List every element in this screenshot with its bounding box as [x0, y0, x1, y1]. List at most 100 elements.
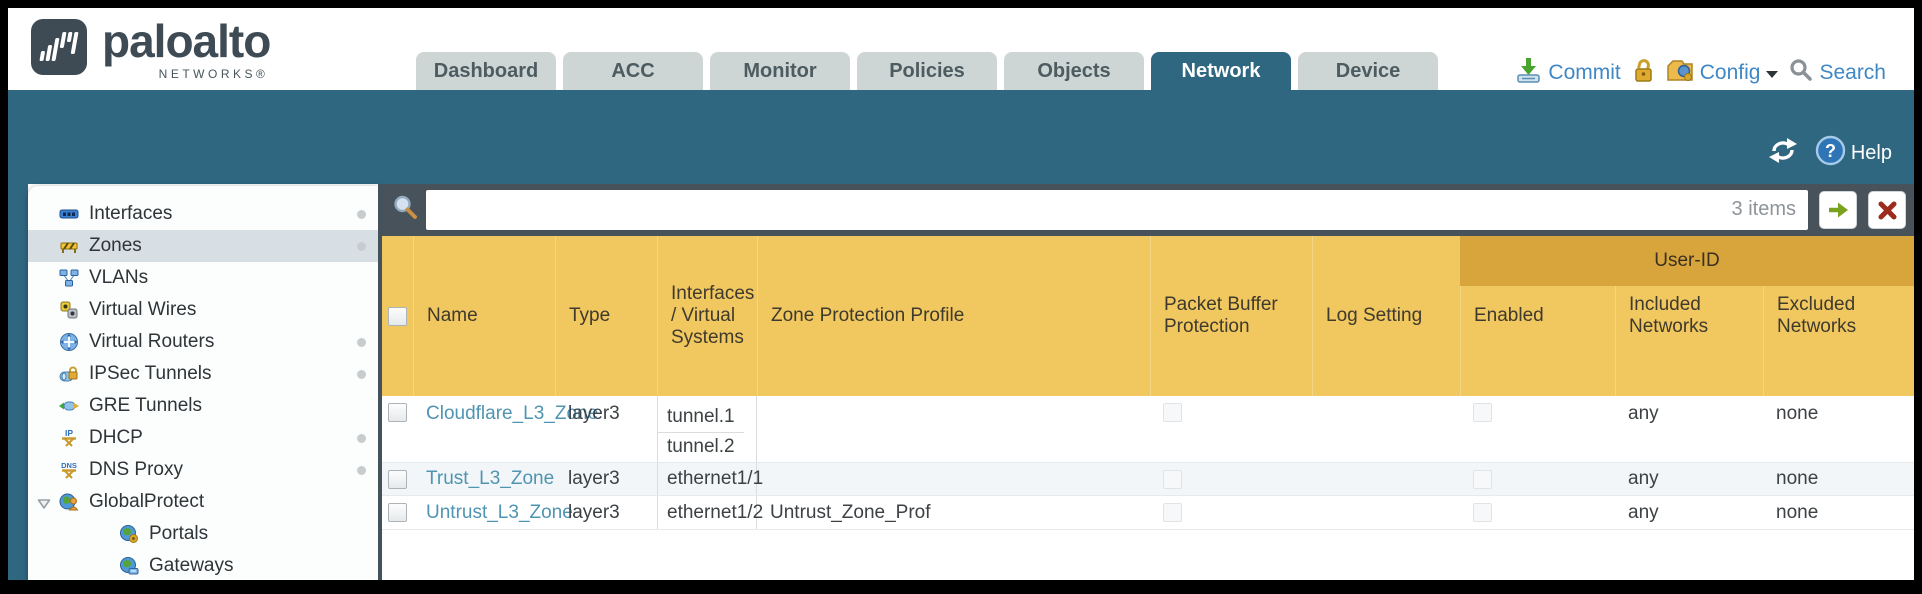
packet-buffer-checkbox[interactable] [1163, 469, 1182, 489]
sidebar-item-gre-tunnels[interactable]: GRE Tunnels [28, 390, 378, 422]
sidebar-item-dhcp[interactable]: IP DHCP [28, 422, 378, 454]
filter-input[interactable] [426, 190, 1808, 230]
status-dot [357, 434, 366, 443]
zone-name-link[interactable]: Cloudflare_L3_Zone [426, 403, 599, 424]
user-id-enabled-cell [1460, 396, 1615, 462]
tab-acc[interactable]: ACC [563, 52, 703, 90]
row-select-cell [382, 463, 413, 495]
status-dot [357, 338, 366, 347]
row-select-checkbox[interactable] [388, 403, 407, 422]
config-dropdown[interactable]: Config [1666, 57, 1779, 89]
page-header-band: ? Help [8, 90, 1914, 184]
tab-dashboard[interactable]: Dashboard [416, 52, 556, 90]
tab-objects[interactable]: Objects [1004, 52, 1144, 90]
column-header-type[interactable]: Type [555, 236, 657, 396]
tab-monitor[interactable]: Monitor [710, 52, 850, 90]
apply-filter-button[interactable] [1819, 191, 1857, 229]
sidebar-item-label: Virtual Wires [89, 299, 197, 320]
sidebar-item-dns-proxy[interactable]: DNS DNS Proxy [28, 454, 378, 486]
sidebar-item-vlans[interactable]: VLANs [28, 262, 378, 294]
sidebar-item-globalprotect[interactable]: GlobalProtect [28, 486, 378, 518]
table-row[interactable]: Cloudflare_L3_Zone layer3 tunnel.1 tunne… [382, 396, 1914, 463]
sidebar-item-label: Virtual Routers [89, 331, 215, 352]
sidebar-item-virtual-wires[interactable]: Virtual Wires [28, 294, 378, 326]
user-id-enabled-checkbox[interactable] [1473, 469, 1492, 489]
refresh-icon[interactable] [1767, 137, 1799, 170]
tab-network[interactable]: Network [1151, 52, 1291, 90]
sidebar-item-interfaces[interactable]: Interfaces [28, 198, 378, 230]
virtual-wires-icon [58, 300, 80, 320]
clear-filter-button[interactable] [1868, 191, 1906, 229]
sidebar-item-gateways[interactable]: Gateways [28, 550, 378, 580]
lock-icon[interactable] [1632, 57, 1655, 90]
interfaces-cell: ethernet1/2 [657, 496, 764, 529]
dns-proxy-icon: DNS [58, 460, 80, 480]
sidebar-item-virtual-routers[interactable]: Virtual Routers [28, 326, 378, 358]
search-button[interactable]: Search [1789, 58, 1886, 88]
column-header-name[interactable]: Name [413, 236, 555, 396]
column-header-log-setting[interactable]: Log Setting [1312, 236, 1460, 396]
sidebar-item-portals[interactable]: Portals [28, 518, 378, 550]
interface-item[interactable]: tunnel.2 [658, 432, 744, 462]
row-select-checkbox[interactable] [388, 503, 407, 522]
name-cell: Trust_L3_Zone [413, 463, 555, 495]
row-select-cell [382, 496, 413, 529]
interfaces-cell: tunnel.1 tunnel.2 [657, 396, 757, 462]
globalprotect-icon [58, 492, 80, 512]
column-header-enabled[interactable]: Enabled [1460, 236, 1615, 396]
table-row[interactable]: Untrust_L3_Zone layer3 ethernet1/2 Untru… [382, 496, 1914, 530]
brand-subtitle: NETWORKS® [158, 67, 269, 81]
sidebar-item-label: Portals [149, 523, 209, 544]
help-label: Help [1850, 142, 1892, 164]
user-id-enabled-cell [1460, 463, 1615, 495]
packet-buffer-checkbox[interactable] [1163, 503, 1182, 522]
packet-buffer-protection-cell [1150, 396, 1312, 462]
sidebar-item-label: Interfaces [89, 203, 173, 224]
help-button[interactable]: ? Help [1815, 135, 1892, 172]
user-id-group-header: User-ID [1460, 236, 1914, 286]
select-all-checkbox[interactable] [388, 306, 407, 326]
table-row[interactable]: Trust_L3_Zone layer3 ethernet1/1 any non… [382, 463, 1914, 496]
zones-icon [58, 236, 80, 256]
column-header-zone-protection-profile[interactable]: Zone Protection Profile [757, 236, 1150, 396]
sidebar-item-label: GlobalProtect [89, 491, 205, 512]
commit-button[interactable]: Commit [1515, 56, 1621, 90]
ipsec-tunnels-icon [58, 364, 80, 384]
tab-device[interactable]: Device [1298, 52, 1438, 90]
zone-name-link[interactable]: Trust_L3_Zone [426, 468, 555, 489]
commit-icon [1515, 56, 1542, 90]
interface-item[interactable]: ethernet1/2 [667, 501, 764, 523]
sidebar-item-ipsec-tunnels[interactable]: IPSec Tunnels [28, 358, 378, 390]
red-x-icon [1878, 201, 1896, 219]
column-header-packet-buffer-protection[interactable]: Packet Buffer Protection [1150, 236, 1312, 396]
zone-protection-profile-cell: Untrust_Zone_Prof [770, 501, 931, 523]
row-select-checkbox[interactable] [388, 469, 407, 489]
zones-table-header: Name Type Interfaces / Virtual Systems Z… [382, 236, 1914, 396]
user-id-enabled-checkbox[interactable] [1473, 403, 1492, 422]
tab-policies[interactable]: Policies [857, 52, 997, 90]
column-header-interfaces[interactable]: Interfaces / Virtual Systems [657, 236, 757, 396]
collapse-triangle-icon[interactable] [36, 495, 52, 517]
interface-item[interactable]: ethernet1/1 [667, 468, 764, 489]
zone-protection-profile-cell [757, 463, 1150, 495]
excluded-networks-cell: none [1776, 501, 1819, 523]
virtual-routers-icon [58, 332, 80, 352]
search-label: Search [1819, 61, 1886, 84]
column-header-included-networks[interactable]: Included Networks [1615, 236, 1763, 396]
zone-name-link[interactable]: Untrust_L3_Zone [426, 501, 573, 523]
main-region: Interfaces Zones VLANs Vir [8, 184, 1914, 580]
sidebar-item-zones[interactable]: Zones [28, 230, 378, 262]
column-header-excluded-networks[interactable]: Excluded Networks [1763, 236, 1914, 396]
config-label: Config [1699, 61, 1761, 84]
packet-buffer-checkbox[interactable] [1163, 403, 1182, 422]
svg-text:?: ? [1825, 141, 1836, 161]
select-all-header-cell [382, 236, 413, 396]
user-id-enabled-cell [1460, 496, 1615, 529]
user-id-enabled-checkbox[interactable] [1473, 503, 1492, 522]
type-cell: layer3 [568, 403, 620, 424]
commit-label: Commit [1548, 61, 1621, 84]
sidebar-item-label: IPSec Tunnels [89, 363, 212, 384]
interface-item[interactable]: tunnel.1 [658, 403, 744, 433]
interfaces-icon [58, 204, 80, 224]
